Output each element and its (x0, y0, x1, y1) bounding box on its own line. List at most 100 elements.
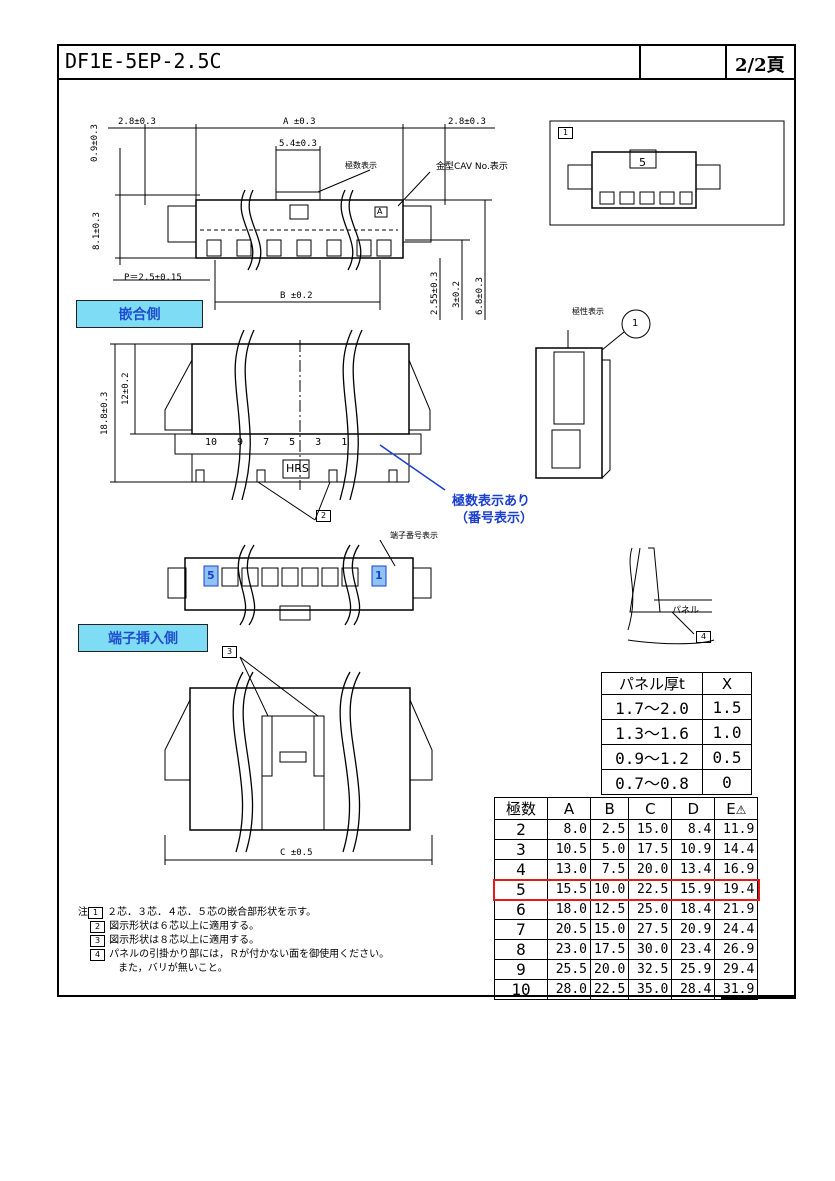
panel-detail (627, 547, 715, 645)
table-cell: 35.0 (628, 979, 673, 1000)
table-cell: 18.0 (547, 899, 591, 920)
dim-header-a: A (547, 797, 591, 820)
callout-polarity-marking: 極性表示 (572, 307, 604, 316)
inset-view (549, 120, 785, 226)
table-cell: 25.0 (628, 899, 673, 920)
cav-mark: A (377, 207, 383, 216)
table-cell: 13.4 (671, 859, 716, 880)
note-text: 図示形状は８芯以上に適用する。 (109, 935, 260, 946)
dim-height-1: 0.9±0.3 (90, 124, 100, 162)
table-cell: 1.7～2.0 (601, 694, 703, 720)
table-cell: 23.0 (547, 939, 591, 960)
note-3-icon: 3 (222, 646, 238, 658)
table-cell: 1.3～1.6 (601, 719, 703, 745)
pole-count-cell: 4 (494, 859, 548, 880)
table-cell: 24.4 (714, 919, 759, 940)
note-text: ２芯．３芯．４芯．５芯の嵌合部形状を示す。 (107, 907, 317, 918)
table-cell: 12.5 (589, 899, 630, 920)
pole-count-cell: 3 (494, 839, 548, 860)
page-number: 2/2頁 (735, 55, 785, 76)
pole-count-cell: 8 (494, 939, 548, 960)
dim-header-b: B (589, 797, 630, 820)
note-marker-1: 1 (558, 127, 577, 139)
table-cell: 8.4 (671, 819, 716, 840)
side-view (535, 309, 651, 479)
dim-width-c: C ±0.5 (280, 848, 313, 858)
table-cell: 22.5 (589, 979, 630, 1000)
table-cell: 0.9～1.2 (601, 744, 703, 770)
section-terminal-side: 端子挿入側 (78, 624, 208, 652)
dim-header-c: C (628, 797, 673, 820)
table-cell: 10.9 (671, 839, 716, 860)
note-text: パネルの引掛かり部には，Ｒが付かない面を御使用ください。 (109, 949, 390, 960)
table-cell: 18.4 (671, 899, 716, 920)
table-cell: 22.5 (628, 879, 673, 900)
table-cell: 21.9 (714, 899, 759, 920)
table-row: パネル厚t X (601, 672, 752, 695)
dim-header-e-label: E (726, 799, 736, 818)
dim-total-height: 18.8±0.3 (100, 391, 110, 435)
callout-pole-marking: 極数表示 (345, 161, 377, 170)
dim-height-2: 8.1±0.3 (92, 212, 102, 250)
warning-icon: ⚠ (735, 802, 747, 817)
note-marker-4: 4 (696, 631, 715, 643)
dim-left-overhang: 2.8±0.3 (118, 117, 156, 127)
key-mark: 5 (639, 156, 646, 169)
table-cell: 29.4 (714, 959, 759, 980)
title-block: DF1E-5EP-2.5C 2/2頁 (59, 46, 794, 80)
note-4-icon: 4 (90, 949, 106, 961)
table-cell: 15.0 (589, 919, 630, 940)
dim-overall-a: A ±0.3 (283, 117, 316, 127)
callout-terminal-number: 端子番号表示 (390, 531, 438, 540)
table-cell: 13.0 (547, 859, 591, 880)
notes-prefix: 注 (78, 907, 88, 918)
dim-depth-1: 2.55±0.3 (430, 271, 440, 315)
front-view (108, 124, 495, 320)
pole-count-cell: 6 (494, 899, 548, 920)
note-1-icon: 1 (88, 907, 104, 919)
mating-view (110, 329, 446, 521)
panel-header-x: X (702, 672, 752, 695)
table-cell: 32.5 (628, 959, 673, 980)
table-cell: 0 (702, 769, 752, 795)
dim-pitch: P＝2.5±0.15 (124, 273, 182, 283)
table-cell: 0.7～0.8 (601, 769, 703, 795)
table-cell: 2.5 (589, 819, 630, 840)
table-cell: 15.0 (628, 819, 673, 840)
table-cell: 16.9 (714, 859, 759, 880)
note-2-icon: 2 (90, 921, 106, 933)
dim-header-poles: 極数 (494, 797, 548, 820)
note-continuation: また，バリが無いこと。 (118, 963, 228, 974)
pole-count-cell: 9 (494, 959, 548, 980)
section-mating-side: 嵌合側 (76, 300, 203, 328)
table-row: 極数 A B C D E⚠ (494, 797, 759, 820)
dim-depth-2: 3±0.2 (452, 280, 462, 308)
callout-mold-cav: 金型CAV No.表示 (436, 162, 508, 172)
note-4-icon: 4 (696, 631, 712, 643)
circle-callout-1: 1 (632, 318, 639, 329)
table-cell: 8.0 (547, 819, 591, 840)
table-cell: 28.0 (547, 979, 591, 1000)
dim-header-d: D (671, 797, 716, 820)
pole-count-cell: 7 (494, 919, 548, 940)
note-text: 図示形状は６芯以上に適用する。 (109, 921, 260, 932)
table-cell: 20.0 (628, 859, 673, 880)
table-cell: 23.4 (671, 939, 716, 960)
table-cell: 26.9 (714, 939, 759, 960)
table-cell: 28.4 (671, 979, 716, 1000)
insertion-view (164, 656, 433, 865)
